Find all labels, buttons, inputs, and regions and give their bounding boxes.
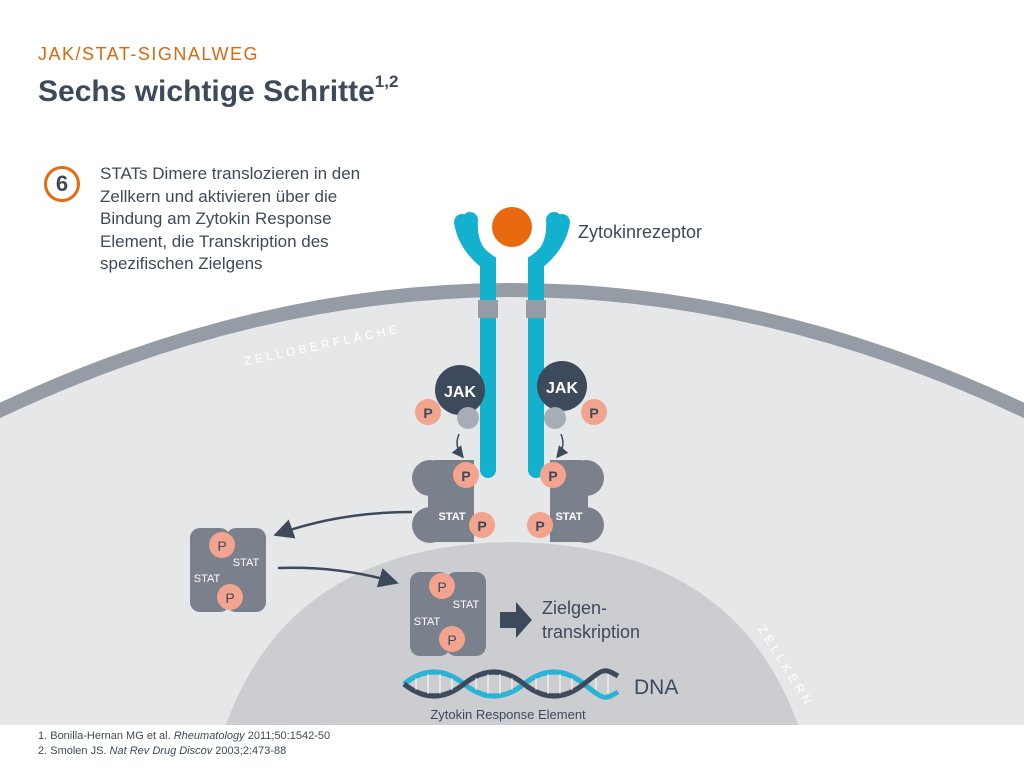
svg-text:P: P [437, 579, 446, 595]
jak-left: JAK P [415, 365, 485, 429]
svg-text:JAK: JAK [546, 380, 578, 397]
transcription-arrow [500, 602, 532, 638]
svg-text:JAK: JAK [444, 384, 476, 401]
jak-right: JAK P [537, 361, 607, 429]
svg-text:P: P [548, 468, 557, 484]
svg-text:P: P [217, 538, 226, 554]
dna-label: DNA [634, 676, 678, 699]
nucleus [226, 542, 798, 725]
svg-text:STAT: STAT [233, 557, 260, 569]
arrow-jak-to-stat-left [451, 433, 464, 459]
svg-text:STAT: STAT [414, 616, 441, 628]
reference-2: 2. Smolen JS. Nat Rev Drug Discov 2003;2… [38, 745, 287, 757]
arrow-to-stat-dimer [273, 510, 413, 539]
stat-dimer-cytoplasm: STAT STAT P P [190, 528, 266, 612]
svg-text:P: P [447, 632, 456, 648]
svg-text:P: P [423, 405, 432, 421]
dna-helix [402, 668, 620, 700]
section-kicker: JAK/STAT-SIGNALWEG [38, 44, 260, 64]
svg-text:P: P [225, 590, 234, 606]
svg-text:P: P [589, 405, 598, 421]
svg-text:STAT: STAT [453, 599, 480, 611]
cell-membrane [0, 283, 1024, 419]
cytokine-ligand [492, 207, 532, 247]
target-transcription-label: Zielgen- transkription [542, 598, 640, 642]
svg-text:P: P [477, 518, 486, 534]
stat-bound-left: STAT P P [412, 460, 495, 543]
svg-text:P: P [535, 518, 544, 534]
step-number-badge: 6 [44, 166, 80, 202]
reference-1: 1. Bonilla-Hernan MG et al. Rheumatology… [38, 730, 331, 742]
response-element-label: Zytokin Response Element [430, 707, 586, 722]
title-superscript: 1,2 [374, 72, 399, 91]
receptor-label: Zytokinrezeptor [578, 222, 702, 242]
cytokine-receptor [454, 212, 570, 478]
page-title-text: Sechs wichtige Schritte [38, 75, 375, 108]
references: 1. Bonilla-Hernan MG et al. Rheumatology… [38, 729, 330, 759]
arrow-jak-to-stat-right [556, 433, 569, 459]
svg-text:STAT: STAT [194, 573, 221, 585]
svg-text:STAT: STAT [555, 511, 582, 523]
page-title: Sechs wichtige Schritte1,2 [38, 72, 398, 109]
svg-text:STAT: STAT [438, 511, 465, 523]
svg-text:P: P [461, 468, 470, 484]
arrow-into-nucleus [277, 566, 399, 588]
cell-body [0, 290, 1024, 725]
stat-dimer-nucleus: STAT STAT P P [410, 572, 486, 656]
step-description: STATs Dimere translozieren in den Zellke… [100, 164, 361, 273]
stat-bound-right: STAT P P [527, 460, 604, 543]
